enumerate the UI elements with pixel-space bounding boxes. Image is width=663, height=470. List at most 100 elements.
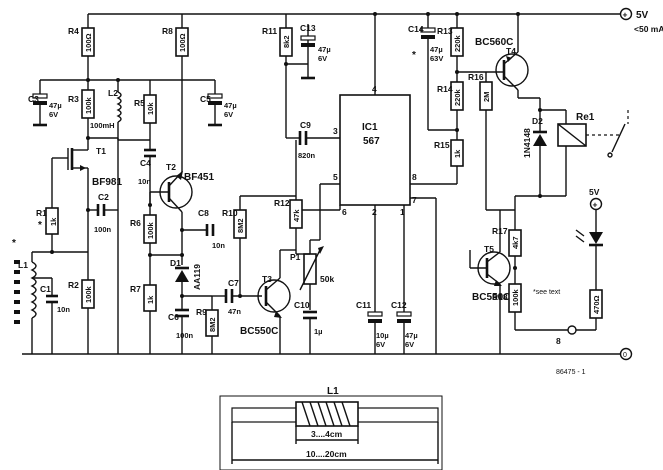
c8-name: C8: [198, 208, 209, 218]
diode-d1: [175, 266, 189, 282]
capacitor-c12: [396, 311, 412, 317]
r5-value: 10k: [146, 102, 155, 115]
t5-name: T5: [484, 244, 494, 254]
capacitor-c14: [420, 27, 436, 33]
capacitor-c11: [367, 311, 383, 317]
inductor-l2: [116, 91, 122, 123]
coil-winding-length: 3....4cm: [311, 429, 343, 439]
c7-value: 47n: [228, 307, 241, 316]
c12-value: 47µ: [405, 331, 418, 340]
c1-name: C1: [40, 284, 51, 294]
r14-name: R14: [437, 84, 453, 94]
c2-value: 100n: [94, 225, 112, 234]
r13-value: 220k: [453, 34, 462, 52]
l1-asterisk: *: [12, 238, 16, 249]
c12-name: C12: [391, 300, 407, 310]
c14-name: C14: [408, 24, 424, 34]
c14-asterisk: *: [412, 50, 416, 61]
transistor-t4: [495, 51, 529, 91]
c14-value: 47µ: [430, 45, 443, 54]
capacitor-c5: [207, 93, 223, 99]
inductor-l1: [14, 252, 37, 354]
c3-voltage: 6V: [49, 110, 58, 119]
t1-type: BF981: [92, 177, 122, 188]
supply-terminal: + 5V <50 mA: [619, 7, 663, 34]
p1-name: P1: [290, 252, 301, 262]
coil-title: L1: [327, 386, 339, 397]
relay-name: Re1: [576, 112, 595, 123]
r1-name: R1: [36, 208, 47, 218]
c13-name: C13: [300, 23, 316, 33]
d2-name: D2: [532, 116, 543, 126]
r6-name: R6: [130, 218, 141, 228]
r1-asterisk: *: [38, 220, 42, 231]
c5-voltage: 6V: [224, 110, 233, 119]
ic1-567: IC1 567 3 4 5 6 2 1 7 8: [333, 84, 417, 217]
r17-value: 4k7: [511, 236, 520, 249]
capacitor-c13: [300, 35, 316, 41]
led: [575, 229, 603, 247]
t2-type: BF451: [184, 172, 214, 183]
c5-value: 47µ: [224, 101, 237, 110]
c9-value: 820n: [298, 151, 316, 160]
c11-value: 10µ: [376, 331, 389, 340]
r11-value: 8k2: [282, 35, 291, 48]
d1-name: D1: [170, 258, 181, 268]
c6-name: C6: [168, 312, 179, 322]
r6-value: 100k: [146, 221, 155, 239]
p1-value: 50k: [320, 274, 334, 284]
svg-text:+: +: [623, 10, 628, 20]
ic-pin-6: 6: [342, 207, 347, 217]
r8-value: 100Ω: [178, 33, 187, 52]
ic-pin-7: 7: [412, 195, 417, 205]
transistor-t5: [470, 251, 511, 286]
d2-type: 1N4148: [522, 128, 532, 158]
l2-name: L2: [108, 88, 118, 98]
d1-type: AA119: [192, 264, 202, 290]
c10-value: 1µ: [314, 327, 323, 336]
r4-value: 100Ω: [84, 33, 93, 52]
r3-name: R3: [68, 94, 79, 104]
transistor-t1: [52, 138, 89, 178]
ic1-name: IC1: [362, 122, 378, 133]
c11-name: C11: [356, 300, 371, 310]
r11-name: R11: [262, 26, 277, 36]
c4-name: C4: [140, 158, 151, 168]
c3-value: 47µ: [49, 101, 62, 110]
r7-value: 1k: [146, 295, 155, 304]
input-terminal-8: [567, 325, 577, 335]
r3-value: 100k: [84, 96, 93, 114]
capacitor-c3: [32, 93, 48, 99]
ground-terminal: 0: [619, 347, 633, 361]
figure-code: 86475 - 1: [556, 369, 586, 376]
svg-text:+: +: [593, 200, 598, 210]
ic1-type: 567: [363, 136, 380, 147]
terminal-8-label: 8: [556, 336, 561, 346]
r10-name: R10: [222, 208, 238, 218]
supply-current: <50 mA: [634, 24, 663, 34]
c8-value: 10n: [212, 241, 225, 250]
c10-name: C10: [294, 300, 310, 310]
ic-pin-3: 3: [333, 126, 338, 136]
c14-voltage: 63V: [430, 54, 443, 63]
diode-d2: [533, 130, 547, 146]
r10-value: 8M2: [236, 218, 245, 233]
r13-name: R13: [437, 26, 453, 36]
c12-voltage: 6V: [405, 340, 414, 349]
r15-value: 1k: [453, 149, 462, 158]
c7-name: C7: [228, 278, 239, 288]
coil-l1-drawing: L1 3....4cm 10....20cm: [219, 386, 443, 470]
c3-name: C3: [28, 94, 39, 104]
c13-voltage: 6V: [318, 54, 327, 63]
c5-name: C5: [200, 94, 211, 104]
r18-name: R18: [492, 292, 508, 302]
relay-contact: [611, 123, 626, 153]
r14-value: 220k: [453, 88, 462, 106]
r12-name: R12: [274, 198, 290, 208]
c9-name: C9: [300, 120, 311, 130]
transistor-t3: [257, 277, 291, 318]
r9-name: R9: [196, 307, 207, 317]
t3-name: T3: [262, 274, 272, 284]
c6-value: 100n: [176, 331, 194, 340]
